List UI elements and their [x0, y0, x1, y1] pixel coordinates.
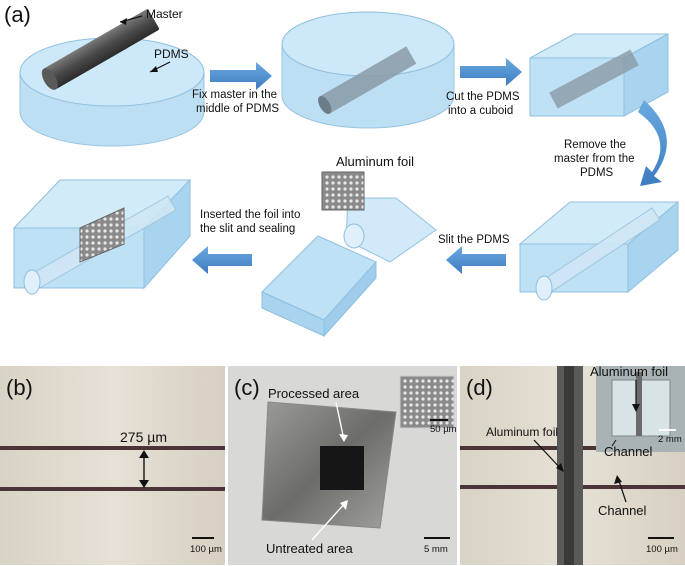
- processed-area-label: Processed area: [268, 386, 360, 401]
- pdms-disk-embedded: [281, 11, 455, 129]
- scale-bar-c: 5 mm: [424, 544, 448, 555]
- pdms-cuboid-channel: [518, 200, 680, 301]
- process-arrow-insert: [192, 246, 252, 274]
- untreated-area-label: Untreated area: [266, 541, 353, 556]
- step-insert-line1: Inserted the foil into: [200, 209, 300, 221]
- step-cut-line2: into a cuboid: [448, 105, 513, 117]
- channel-label-d: Channel: [598, 503, 647, 518]
- panel-label-b: (b): [6, 375, 33, 400]
- master-label: Master: [146, 7, 183, 21]
- pdms-disk-with-master: Master PDMS: [19, 7, 205, 147]
- panel-label-d: (d): [466, 375, 493, 400]
- scale-bar-b: 100 µm: [190, 544, 222, 555]
- pdms-label: PDMS: [154, 47, 189, 61]
- process-arrow-slit: [446, 246, 506, 274]
- inset-scale-bar-c: 50 µm: [430, 424, 457, 435]
- process-arrow-2: [460, 58, 522, 86]
- inset-scale-bar-d: 2 mm: [658, 434, 682, 445]
- channel-inset-label: Channel: [604, 444, 653, 459]
- panel-c: (c) Processed area Untreated area 50 µm …: [228, 366, 457, 565]
- process-arrow-1: [210, 62, 272, 90]
- step-insert-line2: the slit and sealing: [200, 223, 295, 235]
- step-remove-line2: master from the: [554, 153, 635, 165]
- aluminum-foil-inset-label: Aluminum foil: [590, 364, 668, 379]
- sealed-device: [12, 178, 192, 295]
- aluminum-foil-sheet: [321, 171, 365, 211]
- gap-label: 275 µm: [120, 429, 167, 445]
- processed-area: [320, 446, 364, 490]
- step-remove-line3: PDMS: [580, 167, 614, 179]
- pdms-slit-with-foil: Aluminum foil: [261, 154, 437, 338]
- pdms-cuboid: [529, 33, 669, 117]
- process-arrow-curved: [638, 100, 667, 186]
- step-cut-line1: Cut the PDMS: [446, 91, 520, 103]
- panel-d: (d) Aluminum foil Aluminum foil Channel …: [460, 364, 685, 565]
- panel-label-a: (a): [4, 2, 31, 27]
- step-slit: Slit the PDMS: [438, 234, 510, 246]
- panel-label-c: (c): [234, 375, 260, 400]
- aluminum-foil-label: Aluminum foil: [336, 154, 414, 169]
- step-fix-line2: middle of PDMS: [196, 103, 279, 115]
- panel-a: (a) Master PDMS Fix master in the middle…: [4, 2, 680, 338]
- step-fix-line1: Fix master in the: [192, 89, 277, 101]
- inserted-foil: [79, 207, 125, 263]
- scale-bar-d: 100 µm: [646, 544, 678, 555]
- panel-b: (b) 275 µm 100 µm: [0, 366, 225, 565]
- step-remove-line1: Remove the: [564, 139, 626, 151]
- aluminum-foil-label-d: Aluminum foil: [486, 425, 558, 439]
